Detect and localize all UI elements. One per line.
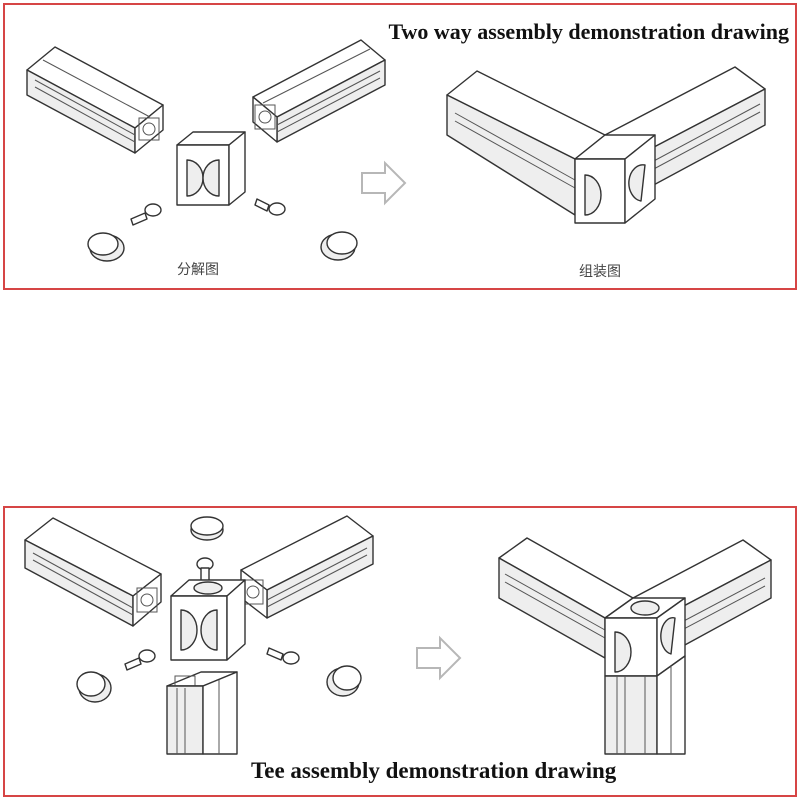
tee-title: Tee assembly demonstration drawing: [251, 758, 617, 783]
assembled-tee: [498, 537, 772, 755]
screw-right-icon: [254, 198, 286, 216]
end-cap-top-icon: [190, 516, 224, 541]
screw-right-icon: [266, 647, 300, 665]
end-cap-right-icon: [320, 231, 358, 261]
caption-exploded: 分解图: [177, 262, 219, 278]
aluminum-profile-left: [26, 46, 164, 154]
end-cap-right-icon: [326, 665, 362, 697]
two-way-illustration: [26, 39, 766, 262]
right-arrow-outline-icon: [361, 160, 407, 206]
aluminum-profile-right: [252, 39, 386, 143]
tee-illustration: [24, 515, 772, 755]
assembled-two-way: [446, 66, 766, 224]
cube-connector: [170, 579, 246, 661]
right-arrow-outline-icon: [416, 635, 462, 681]
end-cap-left-icon: [87, 232, 125, 262]
caption-assembled: 组装图: [579, 264, 621, 280]
screw-left-icon: [124, 649, 156, 671]
tee-assembly-panel: Tee assembly demonstration drawing: [3, 506, 797, 797]
aluminum-profile-bottom: [166, 671, 238, 755]
end-cap-left-icon: [76, 671, 112, 703]
aluminum-profile-left: [24, 517, 162, 627]
cube-connector: [176, 131, 246, 206]
screw-top-icon: [196, 557, 214, 583]
two-way-assembly-panel: Two way assembly demonstration drawing: [3, 3, 797, 290]
aluminum-profile-right: [240, 515, 374, 619]
two-way-title: Two way assembly demonstration drawing: [388, 19, 789, 44]
screw-left-icon: [130, 203, 162, 226]
